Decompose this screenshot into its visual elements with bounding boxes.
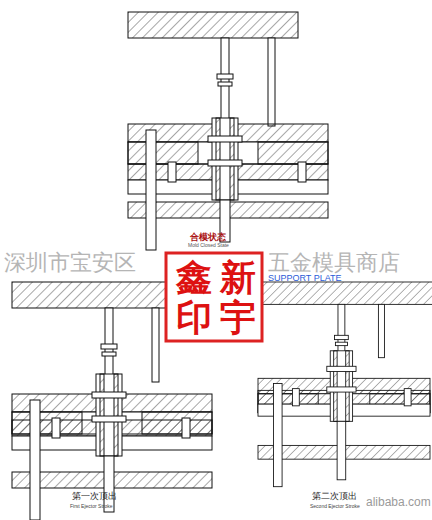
view-caption-en: Mold Closed State (188, 243, 229, 249)
watermark: 五金模具商店 (268, 251, 400, 275)
part-name: SUPPORT PLATE (268, 274, 342, 284)
view-caption-en: Second Ejector Stroke (310, 504, 360, 510)
view-caption-en: First Ejector Stroke (70, 504, 113, 510)
seal-text: 鑫印 (176, 258, 212, 337)
view-caption: 第一次顶出 (72, 492, 117, 502)
seal-stamp (166, 253, 262, 341)
mold-view (128, 12, 328, 250)
view-caption: 合模状态 (190, 233, 226, 243)
watermark: 深圳市宝安区 (4, 251, 136, 275)
mold-view (249, 282, 432, 487)
seal-text: 新宇 (220, 258, 256, 337)
view-caption: 第二次顶出 (312, 492, 357, 502)
watermark: alibaba.com (366, 496, 431, 509)
